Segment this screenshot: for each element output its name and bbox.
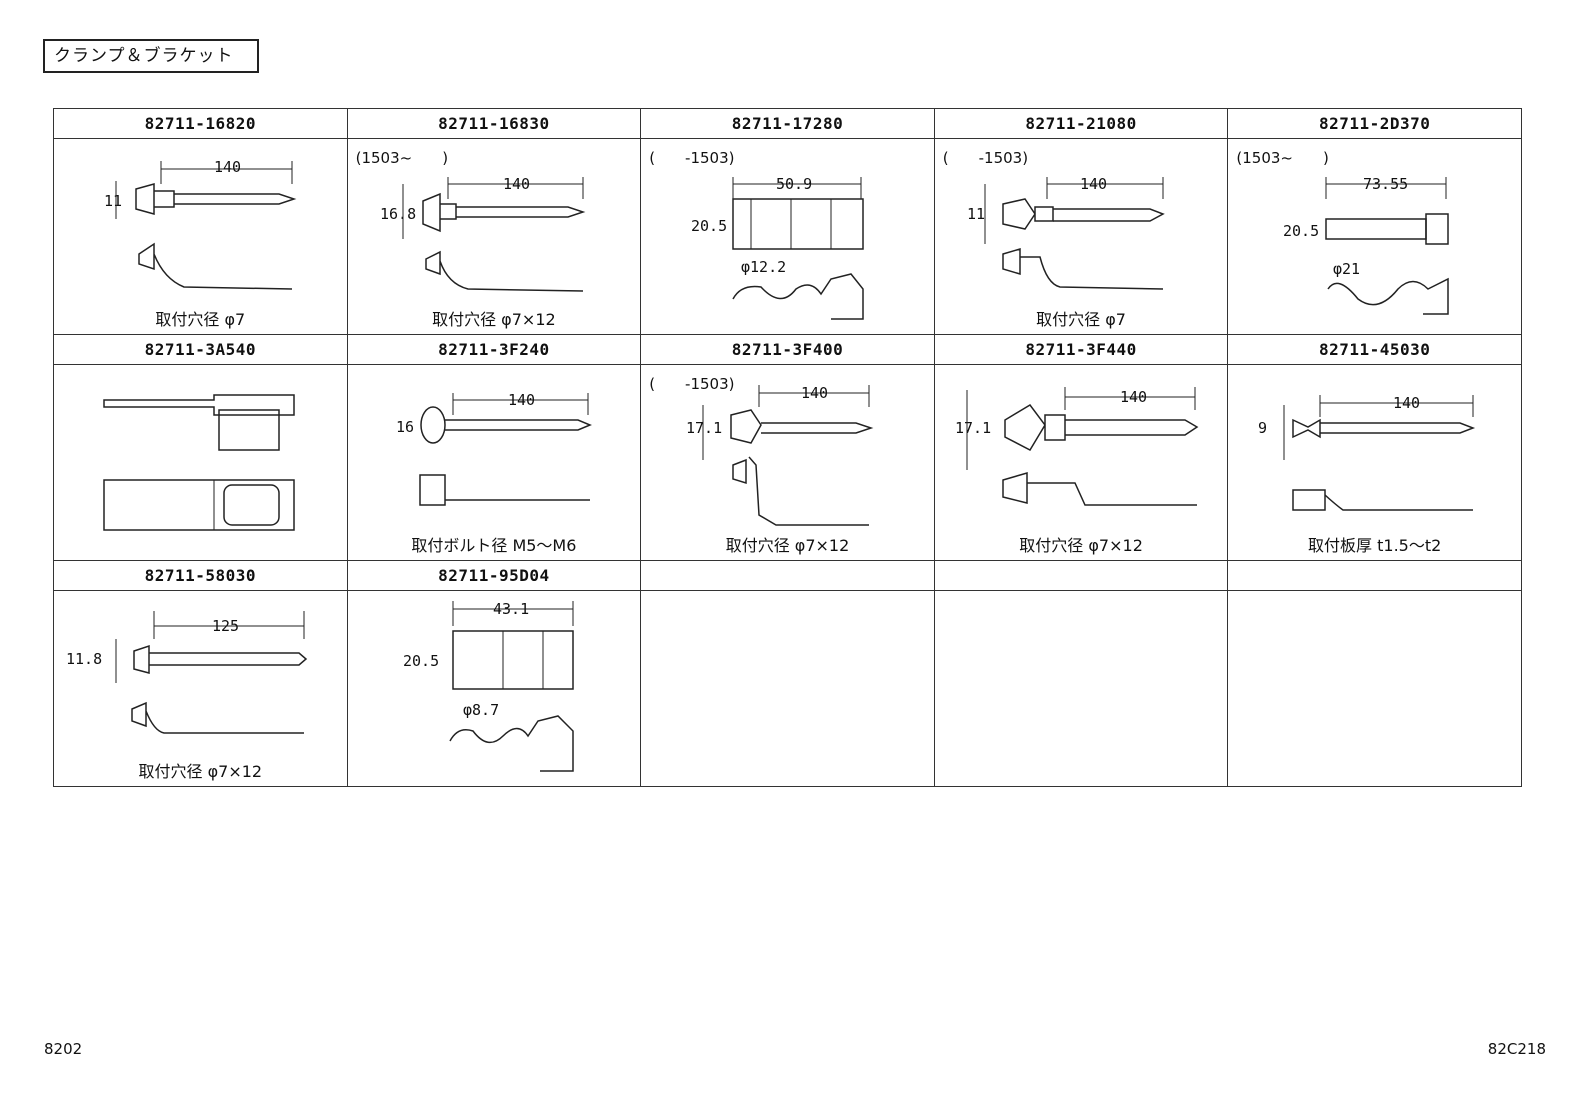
svg-text:φ12.2: φ12.2 (741, 258, 786, 276)
part-cell: 140 16 取付ボルト径 M5～M6 (346, 364, 642, 561)
part-cell: ( -1503) 50.9 20.5 φ12.2 (640, 138, 935, 335)
svg-text:140: 140 (1080, 175, 1107, 193)
part-number[interactable]: 82711-58030 (53, 560, 348, 591)
part-cell: 125 11.8 取付穴径 φ7×12 (53, 590, 348, 787)
part-cell-empty (640, 590, 935, 787)
svg-text:140: 140 (503, 175, 530, 193)
part-number (933, 560, 1229, 591)
part-number[interactable]: 82711-2D370 (1227, 108, 1522, 139)
part-cell: ( -1503) 140 11 取付穴径 φ7 (933, 138, 1229, 335)
bracket-drawing (103, 394, 295, 531)
page-code-right: 82C218 (1487, 1040, 1546, 1058)
part-number[interactable]: 82711-16820 (53, 108, 348, 139)
part-cell: (1503~ ) 73.55 20.5 φ21 (1227, 138, 1522, 335)
svg-text:φ21: φ21 (1333, 260, 1360, 278)
cable-tie-clip-drawing: 140 11 (104, 158, 297, 290)
svg-text:φ8.7: φ8.7 (463, 701, 499, 719)
part-cell: ( -1503) 140 17.1 取付穴径 φ7×12 (640, 364, 935, 561)
section-title: クランプ＆ブラケット (43, 39, 259, 73)
svg-text:43.1: 43.1 (493, 600, 529, 618)
svg-text:140: 140 (1393, 394, 1420, 412)
clamp-drawing: 73.55 20.5 φ21 (1283, 175, 1450, 315)
svg-text:140: 140 (801, 384, 828, 402)
part-number[interactable]: 82711-3F400 (640, 334, 935, 365)
svg-text:17.1: 17.1 (686, 419, 722, 437)
part-caption: 取付穴径 φ7×12 (1019, 536, 1143, 555)
part-number[interactable]: 82711-3F440 (933, 334, 1229, 365)
part-cell: 140 17.1 取付穴径 φ7×12 (933, 364, 1229, 561)
part-note: (1503~ ) (1236, 149, 1329, 167)
svg-text:17.1: 17.1 (955, 419, 991, 437)
part-number (1227, 560, 1522, 591)
part-note: ( -1503) (649, 375, 735, 393)
part-number[interactable]: 82711-16830 (346, 108, 642, 139)
cable-tie-edge-clip-drawing: 140 9 (1258, 394, 1476, 511)
clamp-drawing: 43.1 20.5 φ8.7 (403, 600, 574, 772)
svg-text:20.5: 20.5 (403, 652, 439, 670)
part-caption: 取付穴径 φ7 (155, 310, 246, 329)
part-caption: 取付穴径 φ7×12 (138, 762, 263, 781)
part-cell: 140 11 取付穴径 φ7 (53, 138, 348, 335)
part-note: ( -1503) (942, 149, 1029, 167)
part-cell: (1503~ ) 140 16.8 取付穴径 φ7×12 (346, 138, 642, 335)
svg-text:140: 140 (214, 158, 241, 176)
part-number[interactable]: 82711-3A540 (53, 334, 348, 365)
svg-text:16.8: 16.8 (380, 205, 416, 223)
cable-tie-clip-drawing: 140 16.8 (380, 175, 585, 292)
part-cell: 43.1 20.5 φ8.7 (346, 590, 642, 787)
part-note: (1503~ ) (355, 149, 449, 167)
svg-text:16: 16 (396, 418, 414, 436)
part-cell-empty (1227, 590, 1522, 787)
part-caption: 取付ボルト径 M5～M6 (411, 536, 577, 555)
svg-text:73.55: 73.55 (1363, 175, 1408, 193)
svg-text:140: 140 (1120, 388, 1147, 406)
parts-table: 82711-16820 82711-16830 82711-17280 8271… (53, 108, 1522, 787)
svg-text:9: 9 (1258, 419, 1267, 437)
svg-text:20.5: 20.5 (691, 217, 727, 235)
part-cell-empty (933, 590, 1229, 787)
part-caption: 取付穴径 φ7×12 (725, 536, 850, 555)
cable-tie-clip-drawing: 140 17.1 (686, 384, 874, 526)
cable-tie-clip-drawing: 140 17.1 (955, 387, 1199, 506)
part-caption: 取付穴径 φ7 (1036, 310, 1126, 329)
part-number (640, 560, 935, 591)
part-cell: 140 9 取付板厚 t1.5～t2 (1227, 364, 1522, 561)
page-code-left: 8202 (44, 1040, 83, 1058)
part-note: ( -1503) (649, 149, 735, 167)
svg-text:11.8: 11.8 (66, 650, 102, 668)
part-caption: 取付穴径 φ7×12 (432, 310, 556, 329)
svg-text:11: 11 (104, 192, 122, 210)
part-number[interactable]: 82711-95D04 (346, 560, 642, 591)
part-number[interactable]: 82711-17280 (640, 108, 935, 139)
part-number[interactable]: 82711-21080 (933, 108, 1229, 139)
clamp-drawing: 50.9 20.5 φ12.2 (691, 175, 864, 320)
cable-tie-bolt-drawing: 140 16 (396, 391, 592, 506)
svg-text:50.9: 50.9 (776, 175, 812, 193)
part-cell (53, 364, 348, 561)
part-number[interactable]: 82711-45030 (1227, 334, 1522, 365)
part-number[interactable]: 82711-3F240 (346, 334, 642, 365)
svg-text:11: 11 (967, 205, 985, 223)
svg-text:125: 125 (212, 617, 239, 635)
part-caption: 取付板厚 t1.5～t2 (1308, 536, 1442, 555)
svg-text:20.5: 20.5 (1283, 222, 1319, 240)
svg-text:140: 140 (508, 391, 535, 409)
cable-tie-clip-drawing: 140 11 (967, 175, 1165, 290)
cable-tie-clip-drawing: 125 11.8 (66, 611, 308, 734)
